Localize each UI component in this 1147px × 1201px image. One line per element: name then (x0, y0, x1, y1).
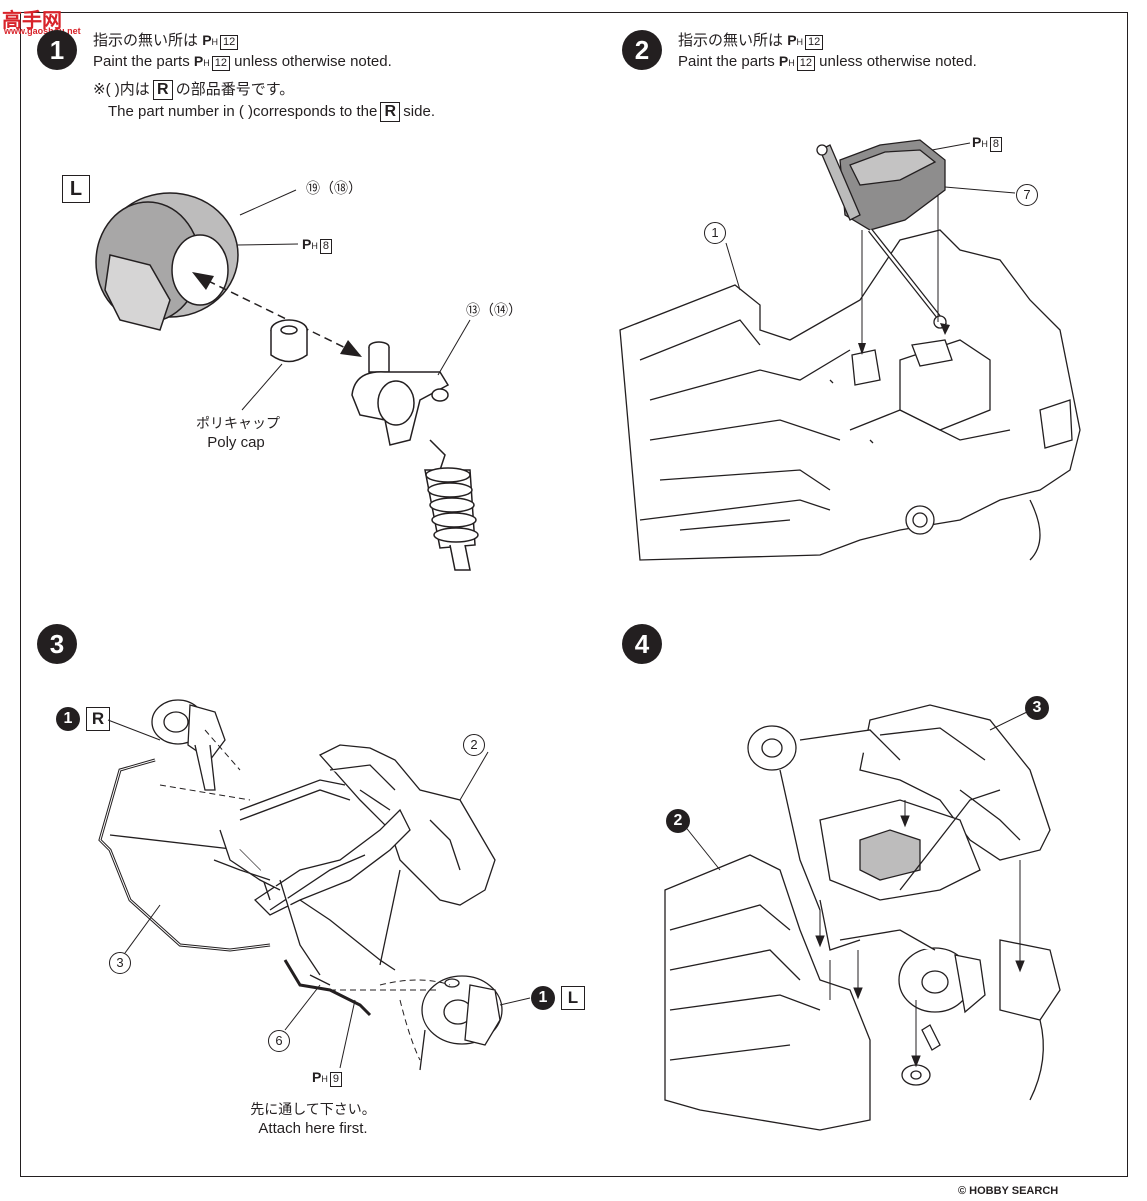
step-3-number: 3 (37, 624, 77, 664)
part-2-label: 2 (463, 734, 485, 756)
step-4-ref-step3: 3 (1025, 696, 1049, 720)
part-3-label: 3 (109, 952, 131, 974)
step-3-ref-step1-r: 1 (56, 707, 80, 731)
side-label-left: L (62, 175, 90, 203)
attach-note-en: Attach here first. (258, 1120, 368, 1137)
step-1-number: 1 (37, 30, 77, 70)
step-4-ref-step2: 2 (666, 809, 690, 833)
step-2-number: 2 (622, 30, 662, 70)
polycap-label-jp: ポリキャップ (196, 415, 280, 431)
side-label-right: R (86, 707, 110, 731)
part-disc-number: ⑲（⑱） (306, 180, 362, 196)
part-1-label: 1 (704, 222, 726, 244)
watermark-hobbysearch: © HOBBY SEARCH (958, 1185, 1059, 1197)
watermark-logo: 高手网 (2, 10, 62, 32)
step-1-side-note-en: The part number in ( )corresponds to the… (108, 102, 435, 122)
part-knuckle-number: ⑬（⑭） (466, 302, 522, 318)
step-4-number: 4 (622, 624, 662, 664)
part-6-label: 6 (268, 1030, 290, 1052)
polycap-label-en: Poly cap (207, 434, 265, 451)
instruction-frame (20, 12, 1128, 1177)
attach-note-jp: 先に通して下さい。 (250, 1101, 376, 1117)
part-7-label: 7 (1016, 184, 1038, 206)
side-label-left-step3: L (561, 986, 585, 1010)
watermark-url: www.gaoshou.net (4, 26, 81, 36)
step-3-ref-step1-l: 1 (531, 986, 555, 1010)
